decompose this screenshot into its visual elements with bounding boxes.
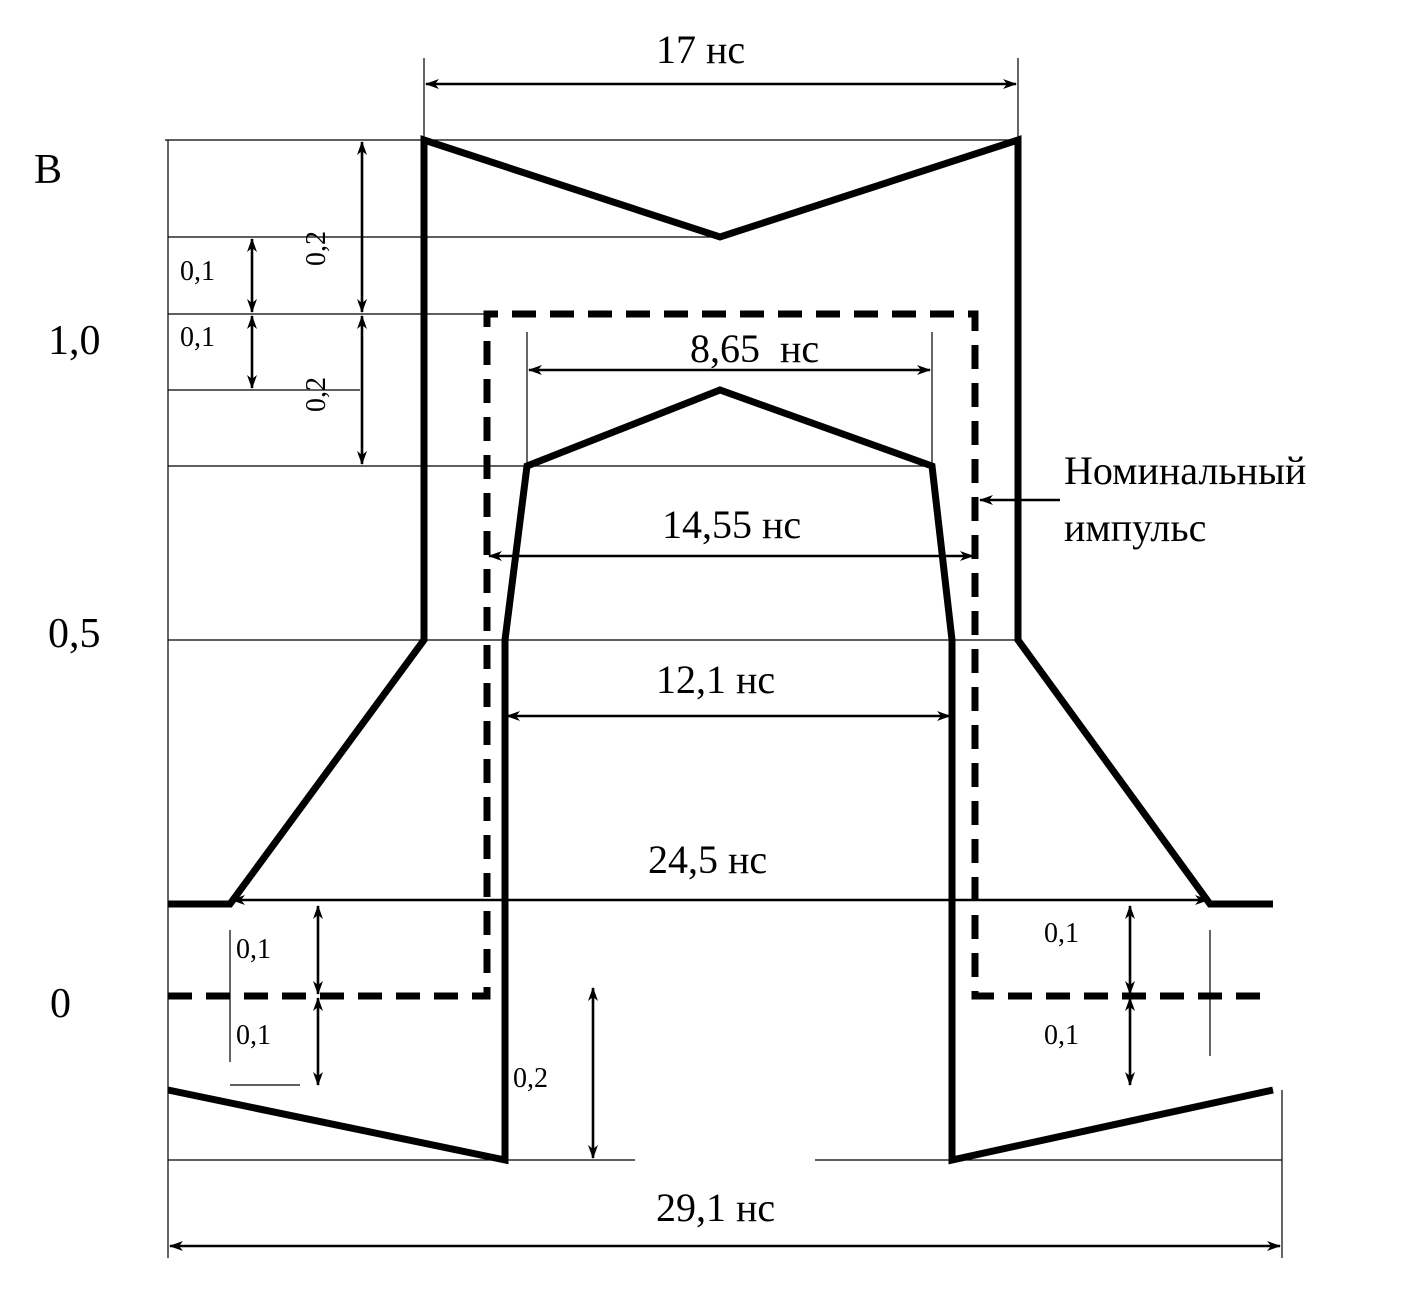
- tol-bottom-center: 0,2: [513, 1063, 548, 1094]
- tick-label-1-0: 1,0: [48, 318, 101, 364]
- tick-label-0-5: 0,5: [48, 611, 101, 657]
- lower-mask: [167, 386, 1274, 1165]
- tol-bottom-right-2: 0,1: [1044, 1020, 1079, 1051]
- tol-top-mid-2: 0,2: [301, 377, 332, 412]
- label-lower-outer-width: 24,5 нс: [648, 837, 767, 882]
- unit-label: В: [34, 147, 62, 193]
- nominal-pulse-legend: Номинальный импульс: [1064, 448, 1306, 550]
- upper-mask: [168, 135, 1273, 908]
- label-bottom-width: 29,1 нс: [656, 1185, 775, 1230]
- axis-labels: В 1,0 0,5 0: [34, 147, 101, 1027]
- tol-bottom-right-1: 0,1: [1044, 918, 1079, 949]
- tick-label-0: 0: [50, 981, 71, 1027]
- tolerance-labels: 0,1 0,1 0,2 0,2 0,1 0,1 0,2 0,1 0,1: [180, 231, 1079, 1094]
- tol-top-left-2: 0,1: [180, 322, 215, 353]
- dimension-arrows: [169, 79, 1281, 1251]
- dimension-labels: 17 нс 8,65 нс 14,55 нс 12,1 нс 24,5 нс 2…: [648, 27, 819, 1230]
- tol-bottom-left-2: 0,1: [236, 1020, 271, 1051]
- tol-top-left-1: 0,1: [180, 256, 215, 287]
- legend-line-1: Номинальный: [1064, 448, 1306, 493]
- nominal-pulse: [168, 310, 1270, 1000]
- label-middle-width: 14,55 нс: [662, 502, 801, 547]
- label-upper-inner-width: 8,65 нс: [690, 326, 819, 371]
- reference-lines: [165, 58, 1283, 1258]
- label-top-width: 17 нс: [656, 27, 745, 72]
- legend-line-2: импульс: [1064, 505, 1206, 550]
- tol-top-mid-1: 0,2: [301, 231, 332, 266]
- tol-bottom-left-1: 0,1: [236, 934, 271, 965]
- label-lower-inner-width: 12,1 нс: [656, 657, 775, 702]
